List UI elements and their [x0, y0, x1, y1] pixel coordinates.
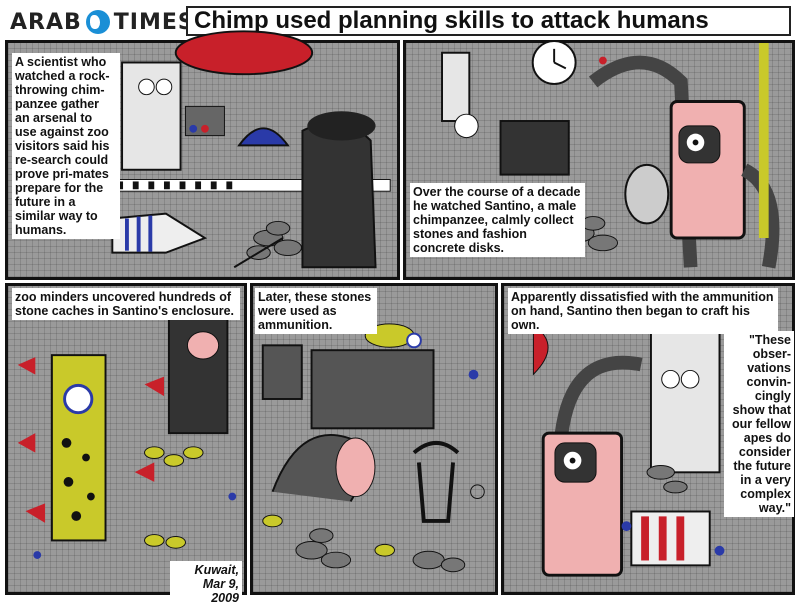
logo-text-left: ARAB [10, 9, 82, 35]
panel-4-illustration [261, 323, 485, 573]
panel-5-illustration [532, 324, 725, 577]
header: ARAB TIMES Chimp used planning skills to… [0, 0, 800, 40]
panel-5-caption: Apparently dissatisfied with the ammunit… [508, 288, 778, 334]
panel-4: Later, these stones were used as ammunit… [250, 283, 498, 595]
panel-2-caption: Over the course of a decade he watched S… [410, 183, 585, 257]
logo-text-right: TIMES [113, 9, 195, 35]
panel-3: zoo minders uncovered hundreds of stone … [5, 283, 247, 607]
panel-5-quote: "These obser-vations convin-cingly show … [724, 331, 794, 517]
panel-3-illustration [17, 315, 237, 559]
panel-1-caption: A scientist who watched a rock-throwing … [12, 53, 120, 239]
globe-icon [85, 10, 110, 34]
panel-3-signature: Kuwait, Mar 9, 2009 [170, 561, 242, 607]
panel-2-illustration [441, 40, 780, 269]
panel-2: Over the course of a decade he watched S… [403, 40, 795, 280]
panel-5: Apparently dissatisfied with the ammunit… [501, 283, 795, 595]
comic-title: Chimp used planning skills to attack hum… [186, 6, 791, 36]
panel-1: A scientist who watched a rock-throwing … [5, 30, 400, 280]
arab-times-logo: ARAB TIMES [10, 8, 195, 36]
panel-4-caption: Later, these stones were used as ammunit… [255, 288, 377, 334]
panel-3-caption: zoo minders uncovered hundreds of stone … [12, 288, 240, 320]
panel-1-illustration [106, 30, 391, 269]
